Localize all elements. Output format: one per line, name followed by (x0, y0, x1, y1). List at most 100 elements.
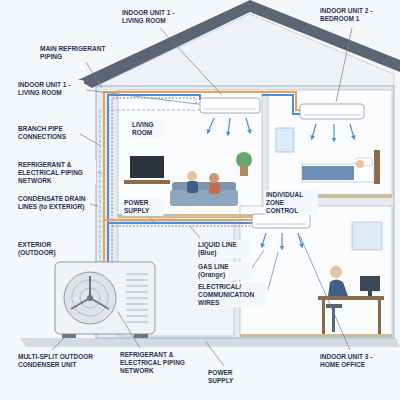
leader-line (190, 226, 200, 238)
callout: REFRIGERANT & ELECTRICAL PIPING NETWORK (118, 350, 198, 377)
liquid-line (108, 222, 252, 224)
fan-hub (87, 295, 93, 301)
headboard (374, 150, 380, 184)
communication-wire (112, 226, 252, 227)
desk-leg (378, 300, 381, 334)
callout-label: GAS LINE (Orange) (196, 262, 252, 280)
leader-line (300, 236, 350, 350)
indoor-unit (200, 98, 260, 113)
person-body (328, 280, 348, 297)
callout: INDOOR UNIT 1 - LIVING ROOM (16, 80, 84, 99)
living-room (118, 90, 262, 216)
callout: EXTERIOR (OUTDOOR) (16, 240, 66, 259)
piping-network (104, 92, 300, 262)
person-body (209, 183, 220, 194)
liquid-line (262, 95, 300, 114)
unit-foot (134, 334, 148, 338)
leader-line (118, 312, 140, 348)
gas-line (104, 92, 300, 262)
airflow (262, 233, 266, 246)
callout-label: EXTERIOR (OUTDOOR) (16, 240, 66, 258)
blanket (302, 166, 354, 180)
airflow (246, 118, 250, 132)
floor (240, 334, 392, 337)
fan-blades (71, 276, 109, 309)
plant-pot (240, 166, 248, 176)
sofa (170, 190, 238, 206)
tv-stand (124, 180, 170, 184)
side-vents (126, 274, 148, 322)
mattress (302, 164, 374, 182)
leader-line (90, 204, 98, 206)
callout: INDOOR UNIT 2 - BEDROOM 1 (318, 6, 394, 25)
leader-line (86, 62, 102, 88)
bedroom-furniture (302, 150, 380, 184)
indoor-units (200, 98, 364, 228)
leader-line (86, 90, 197, 104)
callout: CONDENSATE DRAIN LINES (to EXTERIOR) (16, 194, 88, 213)
callout-label: MULTI-SPLIT OUTDOOR CONDENSER UNIT (16, 352, 100, 370)
condenser-case (55, 262, 155, 334)
desk-leg (322, 300, 325, 334)
callout: POWER SUPPLY (206, 368, 250, 387)
outdoor-condenser-unit (55, 262, 155, 338)
airflow-arrows (208, 118, 354, 248)
callout: MAIN REFRIGERANT PIPING (38, 44, 114, 63)
leader-line (268, 252, 278, 290)
callout-label: REFRIGERANT & ELECTRICAL PIPING NETWORK (118, 350, 198, 375)
leader-line (150, 218, 156, 224)
bedroom (268, 90, 392, 196)
fan-grille (64, 272, 116, 324)
callout: REFRIGERANT & ELECTRICAL PIPING NETWORK (16, 160, 96, 187)
person-body (187, 181, 198, 193)
callout-label: INDIVIDUAL ZONE CONTROL (264, 190, 318, 215)
communication-wire (112, 98, 200, 262)
home-office (240, 206, 392, 336)
unit-vent (256, 224, 306, 225)
person-head (187, 171, 197, 181)
ground-slab (20, 338, 400, 347)
monitor-stand (368, 291, 372, 296)
leader-line (80, 134, 101, 146)
airflow (208, 118, 214, 132)
callout-label: LIQUID LINE (Blue) (196, 240, 250, 258)
callout: LIQUID LINE (Blue) (196, 240, 250, 259)
tv (130, 156, 164, 178)
callout-label: LIVING ROOM (130, 120, 164, 138)
gas-line (104, 219, 252, 221)
airflow (228, 118, 230, 134)
callout-label: INDOOR UNIT 1 - LIVING ROOM (120, 8, 188, 26)
unit-foot (62, 334, 76, 338)
plant (236, 152, 252, 168)
person-head (356, 160, 364, 168)
callout-label: ELECTRICAL/ COMMUNICATION WIRES (196, 282, 266, 307)
callout-label: POWER SUPPLY (122, 198, 164, 216)
callout: POWER SUPPLY (122, 198, 164, 217)
leader-line (206, 342, 224, 366)
leader-line (98, 172, 102, 174)
callout-label: INDOOR UNIT 3 - HOME OFFICE (318, 352, 394, 370)
window (352, 222, 382, 250)
leader-lines (52, 28, 352, 366)
callout-label: MAIN REFRIGERANT PIPING (38, 44, 114, 62)
airflow (333, 124, 334, 140)
leader-line (336, 28, 352, 102)
callout-label: INDOOR UNIT 2 - BEDROOM 1 (318, 6, 394, 24)
callout-label: POWER SUPPLY (206, 368, 250, 386)
person-head (330, 266, 342, 278)
indoor-unit (252, 214, 310, 228)
callout: ELECTRICAL/ COMMUNICATION WIRES (196, 282, 266, 309)
callout-label: CONDENSATE DRAIN LINES (to EXTERIOR) (16, 194, 88, 212)
callout: INDOOR UNIT 3 - HOME OFFICE (318, 352, 394, 371)
roof (78, 0, 400, 88)
airflow (312, 124, 316, 138)
callout: BRANCH PIPE CONNECTIONS (16, 124, 78, 143)
chair (326, 304, 342, 308)
unit-vent (304, 115, 360, 116)
callout-label: REFRIGERANT & ELECTRICAL PIPING NETWORK (16, 160, 96, 185)
callout-label: BRANCH PIPE CONNECTIONS (16, 124, 78, 142)
callout-label: INDOOR UNIT 1 - LIVING ROOM (16, 80, 84, 98)
leader-line (252, 250, 264, 268)
